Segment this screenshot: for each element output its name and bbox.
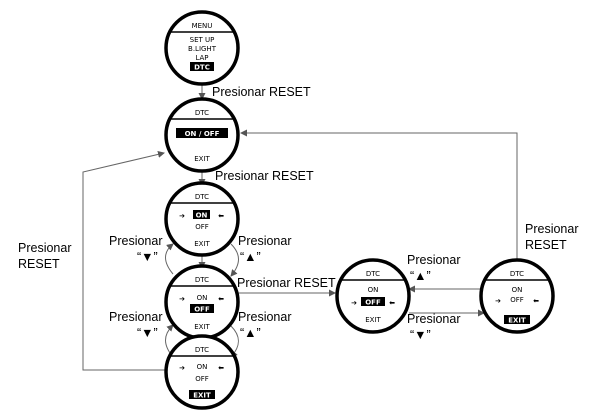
- dtc-title: DTC: [195, 276, 209, 284]
- dial-right-exit-selected: DTC ON ➔ OFF ⬅ EXIT: [479, 258, 555, 334]
- label-left-press: Presionar: [18, 241, 72, 255]
- dial-menu: MENU SET UP B.LIGHT LAP DTC: [164, 10, 240, 86]
- label-press-up-2: Presionar: [238, 310, 292, 324]
- on-option: ON: [197, 363, 208, 371]
- menu-item-lap: LAP: [195, 54, 208, 62]
- arrow-right-icon: ➔: [351, 299, 357, 307]
- label-press-down-2: Presionar: [109, 310, 163, 324]
- label-press-reset-1: Presionar RESET: [212, 85, 311, 99]
- dial-state-on-selected: DTC ➔ ON ⬅ OFF EXIT: [164, 181, 240, 257]
- label-left-reset: RESET: [18, 257, 60, 271]
- arrow-left-reset-loop: [82, 150, 167, 371]
- labels: Presionar RESET Presionar RESET Presiona…: [18, 85, 579, 342]
- dtc-title: DTC: [510, 270, 524, 278]
- label-right-reset: RESET: [525, 238, 567, 252]
- arrow-right-icon: ➔: [179, 212, 185, 220]
- arrow-left-icon: ⬅: [389, 299, 395, 307]
- label-press-reset-2: Presionar RESET: [215, 169, 314, 183]
- label-up-btn-2: “▲”: [240, 326, 261, 340]
- menu-title: MENU: [192, 22, 213, 30]
- arrow-left-icon: ⬅: [218, 295, 224, 303]
- label-up-btn-middle: “▲”: [410, 269, 431, 283]
- on-option: ON: [197, 294, 208, 302]
- off-option: OFF: [195, 223, 209, 231]
- dial-dtc-onoff: DTC ON / OFF EXIT: [164, 97, 240, 173]
- dtc-title: DTC: [195, 193, 209, 201]
- exit-option: EXIT: [365, 316, 381, 324]
- off-option: OFF: [195, 375, 209, 383]
- exit-option: EXIT: [508, 317, 526, 325]
- label-press-down-middle: Presionar: [407, 312, 461, 326]
- arrow-left-icon: ⬅: [218, 212, 224, 220]
- dtc-title: DTC: [195, 109, 209, 117]
- menu-item-dtc: DTC: [194, 64, 210, 72]
- exit-option: EXIT: [194, 323, 210, 331]
- exit-option: EXIT: [194, 155, 210, 163]
- dtc-title: DTC: [366, 270, 380, 278]
- label-press-down-1: Presionar: [109, 234, 163, 248]
- arrow-up-left: [165, 243, 174, 275]
- label-down-btn-middle: “▼”: [410, 328, 431, 342]
- off-option: OFF: [365, 299, 381, 307]
- label-press-reset-3: Presionar RESET: [237, 276, 336, 290]
- label-press-up-1: Presionar: [238, 234, 292, 248]
- exit-option: EXIT: [194, 240, 210, 248]
- arrow-exit-reset-to-dtc: [240, 129, 518, 262]
- menu-item-backlight: B.LIGHT: [188, 45, 217, 53]
- on-option: ON: [512, 286, 523, 294]
- on-option: ON: [196, 212, 208, 220]
- arrow-right-icon: ➔: [495, 297, 501, 305]
- dial-middle-off-selected: DTC ON ➔ OFF ⬅ EXIT: [335, 258, 411, 334]
- exit-option: EXIT: [193, 392, 211, 400]
- dtc-title: DTC: [195, 346, 209, 354]
- arrow-right-icon: ➔: [179, 364, 185, 372]
- label-right-press: Presionar: [525, 222, 579, 236]
- arrow-up-right: [230, 243, 239, 277]
- on-off-option: ON / OFF: [185, 130, 220, 138]
- dial-state-off-selected: DTC ➔ ON ⬅ OFF EXIT: [164, 264, 240, 340]
- arrow-left-icon: ⬅: [533, 297, 539, 305]
- menu-item-setup: SET UP: [190, 36, 215, 44]
- off-option: OFF: [510, 296, 524, 304]
- label-up-btn-1: “▲”: [240, 250, 261, 264]
- label-down-btn-1: “▼”: [137, 250, 158, 264]
- dial-state-exit-selected: DTC ➔ ON ⬅ OFF EXIT: [164, 334, 240, 410]
- on-option: ON: [368, 286, 379, 294]
- off-option: OFF: [194, 306, 210, 314]
- arrow-right-icon: ➔: [179, 295, 185, 303]
- label-down-btn-2: “▼”: [137, 326, 158, 340]
- label-press-up-middle: Presionar: [407, 253, 461, 267]
- arrow-left-icon: ⬅: [218, 364, 224, 372]
